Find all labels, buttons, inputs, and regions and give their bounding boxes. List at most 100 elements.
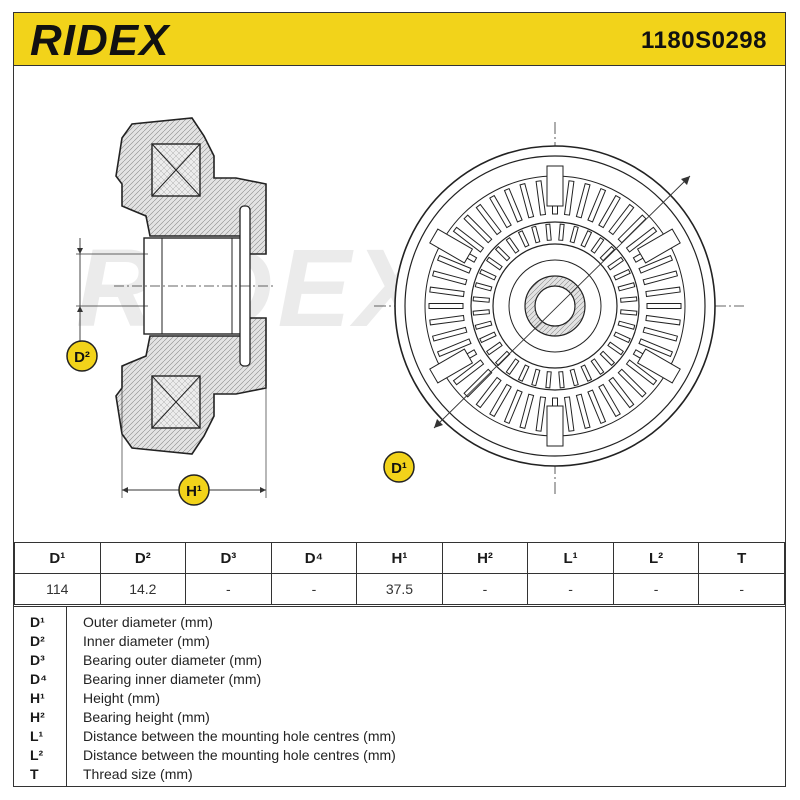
table-value-cell: - [698,573,785,605]
rib [598,194,621,229]
legend-description: Bearing height (mm) [83,709,210,725]
rib [475,376,502,409]
rib [599,350,616,367]
legend-description: Distance between the mounting hole centr… [83,728,396,744]
rib [617,368,647,398]
table-header-cell: H¹ [356,542,443,574]
hub-ring [470,221,640,391]
rib [580,364,593,382]
rib [429,348,474,384]
table-header-cell: L² [612,542,700,574]
d2-callout-label: D² [74,349,90,366]
rib [620,309,638,316]
legend-symbol: D¹ [30,614,45,630]
rib [569,225,579,244]
legend-symbol: D³ [30,652,45,668]
table-value-cell: 14.2 [99,573,187,605]
rib [535,180,547,216]
legend-item: D² Inner diameter (mm) [14,632,785,650]
rib [575,393,591,430]
table-header-cell: H² [441,542,529,574]
rib [636,228,681,264]
table-header-cell: D⁴ [270,542,358,574]
rib [638,338,674,358]
d1-callout: D¹ [383,451,415,483]
rib [475,203,502,236]
legend-symbol: L¹ [30,728,44,744]
rib [563,396,575,432]
legend-item: D³ Bearing outer diameter (mm) [14,651,785,669]
rib [642,326,679,342]
rib [474,320,493,330]
logo-text: RIDEX [30,19,171,61]
table-header-row: D¹ D² D³ D⁴ H¹ H² L¹ L² T [14,542,785,574]
header-bar: RIDEX 1180S0298 [14,13,785,66]
table-header-cell: L¹ [527,542,614,574]
legend-item: D⁴ Bearing inner diameter (mm) [14,670,785,688]
rib [599,245,616,262]
legend-item: L² Distance between the mounting hole ce… [14,746,785,764]
rib [489,383,512,418]
rib [608,376,635,409]
legend-symbol: H² [30,709,45,725]
rib [587,389,607,425]
legend-symbol: T [30,766,39,782]
rib [429,286,465,298]
legend-description: Distance between the mounting hole centr… [83,747,396,763]
d1-leader [433,175,691,429]
center-bore [534,285,576,327]
rib [428,303,464,309]
legend-item: H¹ Height (mm) [14,689,785,707]
rib [436,338,472,358]
rib [494,350,511,367]
rib [452,226,485,253]
rib [505,237,520,254]
rib [452,359,485,386]
rib [489,194,512,229]
section-view [76,117,276,498]
legend-symbol: D² [30,633,45,649]
rib [645,286,681,298]
rib [590,358,605,375]
legend-symbol: H¹ [30,690,45,706]
rib [517,230,530,248]
rib [590,237,605,254]
table-value-cell: 37.5 [356,573,443,605]
rib [472,309,490,316]
h1-callout: H¹ [178,474,210,506]
legend-divider [66,607,67,787]
rib [545,371,552,389]
d2-callout: D² [66,340,98,372]
legend-description: Inner diameter (mm) [83,633,210,649]
rib [613,268,631,281]
rib [546,165,564,207]
h1-callout-label: H¹ [186,483,202,500]
rib [563,180,575,216]
rib [575,182,591,219]
rib [598,383,621,418]
part-number: 1180S0298 [641,27,767,54]
legend: D¹ Outer diameter (mm) D² Inner diameter… [14,606,785,787]
rib [535,396,547,432]
legend-description: Thread size (mm) [83,766,193,782]
table-value-cell: - [185,573,272,605]
lower-bearing-cross [151,375,201,429]
upper-bearing-cross [151,143,201,197]
rib [580,230,593,248]
rib [608,203,635,236]
rib [436,254,472,274]
table-header-cell: D¹ [14,542,101,574]
inner-ribs [472,223,638,389]
legend-item: D¹ Outer diameter (mm) [14,613,785,631]
table-value-cell: - [270,573,358,605]
rib [558,223,565,241]
rib [463,214,493,244]
rib [636,348,681,384]
table-value-cell: - [441,573,529,605]
table-header-cell: D² [99,542,187,574]
rib [474,282,493,292]
table-header-cell: D³ [185,542,272,574]
table-value-cell: 114 [14,573,101,605]
legend-description: Bearing outer diameter (mm) [83,652,262,668]
rib [472,296,490,303]
